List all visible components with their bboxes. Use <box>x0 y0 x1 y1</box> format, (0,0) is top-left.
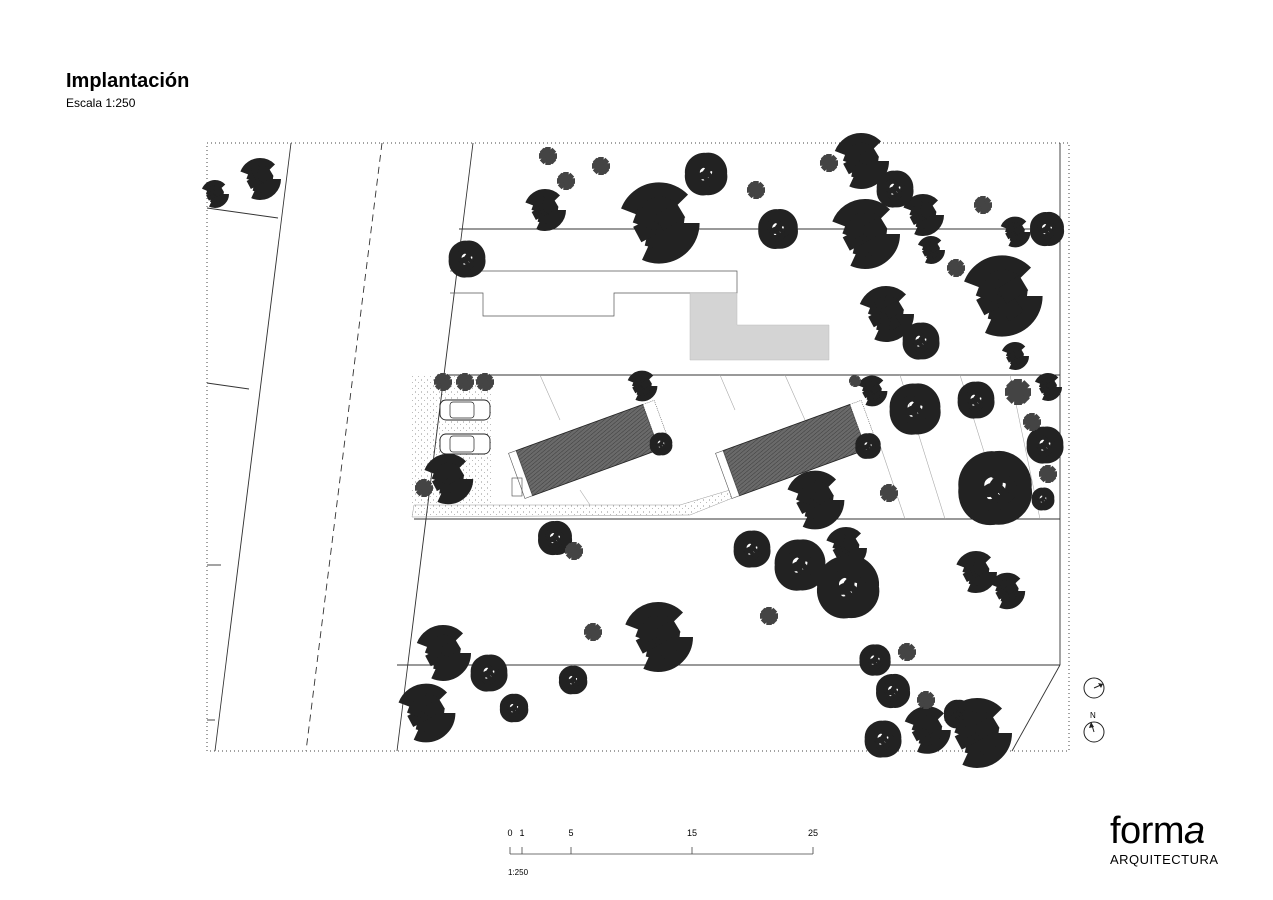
entry-steps <box>511 477 523 497</box>
scale-caption: Escala 1:250 <box>66 96 136 110</box>
scale-bar: 0 1 5 15 25 1:250 <box>500 828 830 888</box>
scale-tick-label: 5 <box>568 828 574 838</box>
scale-tick-label: 0 <box>507 828 513 838</box>
north-label: N <box>1090 711 1096 720</box>
sun-orientation-icon <box>1083 677 1105 699</box>
parked-car <box>439 399 491 421</box>
north-arrow-icon <box>1083 721 1105 743</box>
parked-car <box>439 433 491 455</box>
ground-plants <box>415 147 1057 709</box>
existing-building <box>450 270 830 361</box>
plot-lines <box>397 143 1061 752</box>
scale-tick-label: 15 <box>686 828 698 838</box>
scale-bar-line <box>509 847 814 855</box>
page-title: Implantación <box>66 70 190 92</box>
house-west <box>508 399 671 499</box>
brand-subtitle: ARQUITECTURA <box>1110 852 1219 867</box>
brand-logo: forma ARQUITECTURA <box>1110 812 1219 867</box>
scale-tick-label: 25 <box>807 828 819 838</box>
scale-tick-label: 1 <box>519 828 525 838</box>
house-east <box>715 399 878 499</box>
brand-name: forma <box>1110 810 1205 852</box>
scale-ratio: 1:250 <box>508 868 529 877</box>
